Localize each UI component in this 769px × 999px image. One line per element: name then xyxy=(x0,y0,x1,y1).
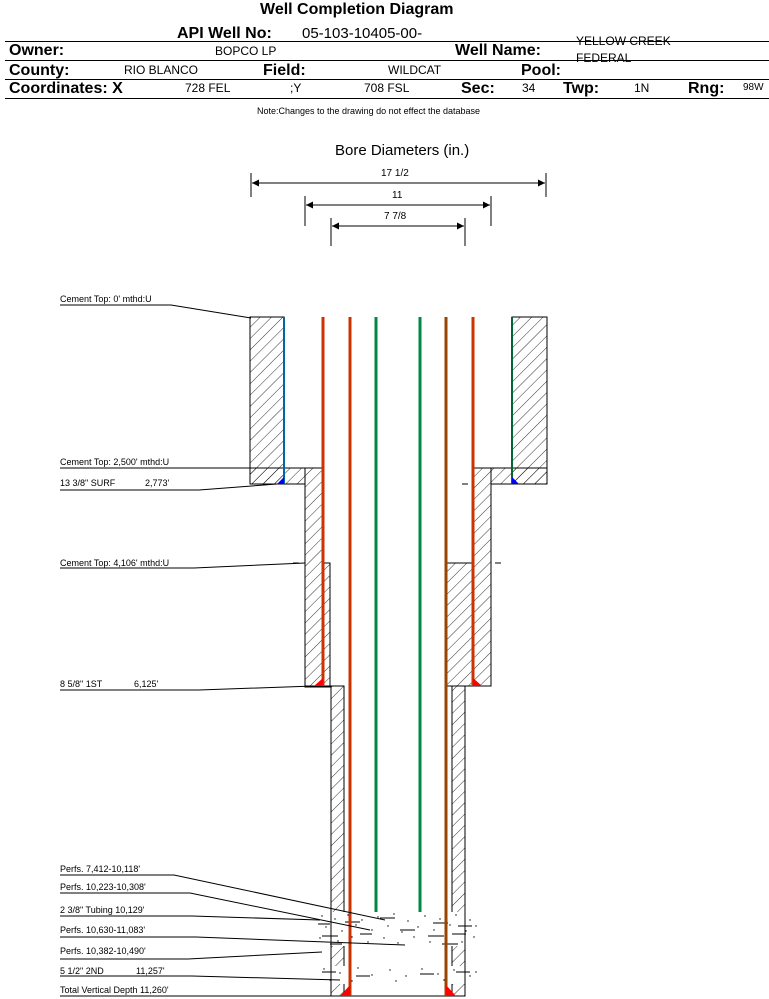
dimension-lines xyxy=(250,173,547,246)
intermediate-casing-lines xyxy=(321,317,475,686)
coord-y-label: ;Y xyxy=(290,81,302,95)
surf-casing-depth: 2,773' xyxy=(145,478,170,488)
surface-casing-lines xyxy=(283,317,513,484)
api-label: API Well No: xyxy=(177,25,272,42)
perfs-3-label: Perfs. 10,630-11,083' xyxy=(60,925,146,935)
sec-label: Sec: xyxy=(461,80,495,97)
twp-value: 1N xyxy=(634,81,650,95)
owner-label: Owner: xyxy=(9,42,65,59)
api-value: 05-103-10405-00- xyxy=(302,25,423,42)
owner-value: BOPCO LP xyxy=(215,44,277,58)
surface-cement xyxy=(249,316,548,485)
wellname-line2: FEDERAL xyxy=(576,51,632,65)
perforation-zones xyxy=(316,912,480,984)
header-rule-4 xyxy=(5,98,769,99)
production-casing-lines xyxy=(348,317,448,996)
cement-top-4106-label: Cement Top: 4,106' mthd:U xyxy=(60,558,170,568)
header-rule-1 xyxy=(5,41,769,42)
sec-value: 34 xyxy=(522,81,536,95)
intermediate-cement xyxy=(249,467,548,687)
perfs-2-label: Perfs. 10,223-10,308' xyxy=(60,882,146,892)
county-value: RIO BLANCO xyxy=(124,63,199,77)
coord-y-value: 708 FSL xyxy=(364,81,410,95)
twp-label: Twp: xyxy=(563,80,600,97)
total-depth-label: Total Vertical Depth 11,260' xyxy=(60,985,169,995)
cement-top-0-label: Cement Top: 0' mthd:U xyxy=(60,294,152,304)
tubing-label: 2 3/8" Tubing 10,129' xyxy=(60,905,145,915)
cement-top-2500-label: Cement Top: 2,500' mthd:U xyxy=(60,457,170,467)
tubing-lines xyxy=(374,317,422,912)
field-label: Field: xyxy=(263,62,306,79)
perforation-dots xyxy=(319,913,477,982)
first-casing-label: 8 5/8" 1ST xyxy=(60,679,103,689)
bore-diameter-3: 7 7/8 xyxy=(384,211,407,222)
bore-diameter-2: 11 xyxy=(392,190,403,201)
coord-x-value: 728 FEL xyxy=(185,81,231,95)
first-casing-depth: 6,125' xyxy=(134,679,159,689)
wellname-line1: YELLOW CREEK xyxy=(576,34,671,48)
second-casing-depth: 11,257' xyxy=(136,966,165,976)
wellname-label: Well Name: xyxy=(455,42,541,59)
note-text: Note:Changes to the drawing do not effec… xyxy=(257,106,480,116)
pool-label: Pool: xyxy=(521,62,561,79)
casing-shoes xyxy=(277,477,519,996)
page-title: Well Completion Diagram xyxy=(260,1,454,18)
county-label: County: xyxy=(9,62,70,79)
header-rule-3 xyxy=(5,79,769,80)
leader-lines xyxy=(60,304,406,997)
coordinates-label: Coordinates: X xyxy=(9,80,123,97)
rng-value: 98W xyxy=(743,82,764,93)
rng-label: Rng: xyxy=(688,80,725,97)
bore-title: Bore Diameters (in.) xyxy=(335,142,470,159)
perfs-1-label: Perfs. 7,412-10,118' xyxy=(60,864,141,874)
surf-casing-label: 13 3/8" SURF xyxy=(60,478,116,488)
second-casing-label: 5 1/2" 2ND xyxy=(60,966,104,976)
bore-diameter-1: 17 1/2 xyxy=(381,168,409,179)
header-rule-2 xyxy=(5,60,769,61)
field-value: WILDCAT xyxy=(388,63,442,77)
perfs-4-label: Perfs. 10,382-10,490' xyxy=(60,946,146,956)
